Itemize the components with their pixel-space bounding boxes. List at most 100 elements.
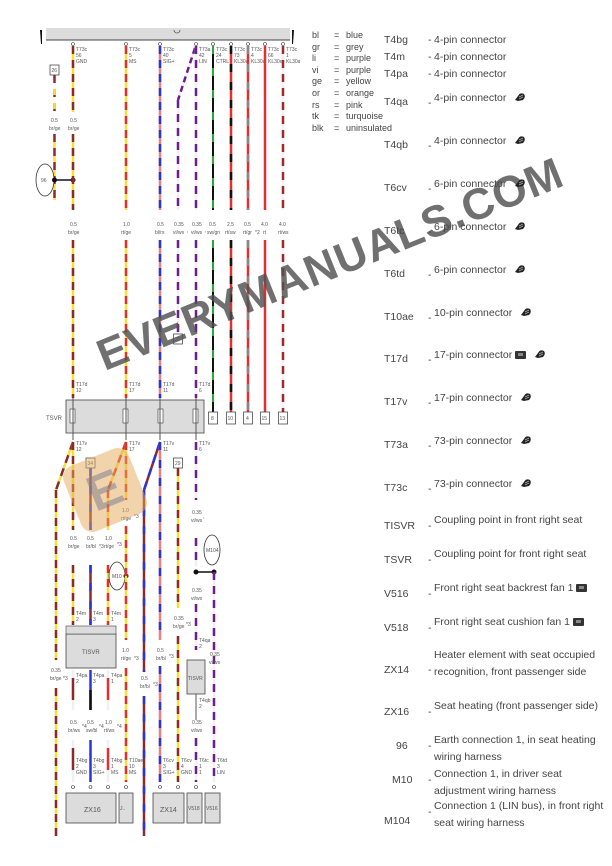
legend-item: or=orange bbox=[312, 87, 375, 98]
svg-text:SIG+: SIG+ bbox=[93, 770, 105, 776]
connector-icon[interactable] bbox=[534, 348, 546, 359]
svg-text:0.5: 0.5 bbox=[157, 222, 164, 228]
svg-text:T17v: T17v bbox=[199, 441, 211, 447]
wire-t73c-66-kl30a: T73c 66 KL30a 4.0 rt 15 bbox=[260, 42, 283, 425]
svg-text:vi/ws: vi/ws bbox=[173, 230, 185, 236]
svg-text:0.5: 0.5 bbox=[141, 676, 148, 682]
svg-text:8: 8 bbox=[211, 416, 214, 422]
svg-text:0.5: 0.5 bbox=[244, 222, 251, 228]
svg-text:sw/gn: sw/gn bbox=[207, 230, 220, 236]
connector-icon[interactable] bbox=[520, 306, 532, 317]
legend-item: tk=turquoise bbox=[312, 111, 384, 122]
svg-text:5: 5 bbox=[129, 53, 132, 59]
svg-text:6: 6 bbox=[199, 388, 202, 394]
svg-text:42: 42 bbox=[199, 53, 205, 59]
component-location-icon[interactable] bbox=[515, 351, 527, 359]
svg-text:1.0: 1.0 bbox=[123, 222, 130, 228]
svg-text:CTRL: CTRL bbox=[216, 59, 229, 65]
svg-text:T73a: T73a bbox=[199, 47, 211, 53]
connector-icon[interactable] bbox=[514, 177, 526, 188]
svg-text:*3: *3 bbox=[186, 622, 191, 628]
svg-text:T6cv: T6cv bbox=[181, 758, 192, 764]
svg-text:rt/sw: rt/sw bbox=[225, 230, 236, 236]
svg-text:T73c: T73c bbox=[76, 47, 88, 53]
svg-text:4: 4 bbox=[246, 416, 249, 422]
wire-vi-ws-branch: 0.35 vi/ws 27 bbox=[173, 47, 197, 345]
svg-text:3: 3 bbox=[93, 617, 96, 623]
svg-text:T4bg: T4bg bbox=[111, 758, 123, 764]
svg-text:T4pa: T4pa bbox=[93, 673, 105, 679]
svg-text:T4qb: T4qb bbox=[199, 698, 211, 704]
svg-text:0.5: 0.5 bbox=[70, 222, 77, 228]
connector-icon[interactable] bbox=[514, 263, 526, 274]
svg-text:27: 27 bbox=[175, 337, 181, 343]
svg-text:GND: GND bbox=[76, 59, 88, 65]
legend-item: bl=blue bbox=[312, 30, 364, 40]
svg-text:T73c: T73c bbox=[216, 47, 228, 53]
svg-text:rt/ws: rt/ws bbox=[104, 728, 115, 734]
wire-t73c-4-kl30a: T73c 4 KL30a 0.5 rt/gr *2 4 bbox=[243, 42, 266, 425]
svg-text:*3: *3 bbox=[117, 542, 122, 548]
svg-text:*4: *4 bbox=[117, 724, 122, 730]
svg-text:10: 10 bbox=[228, 416, 234, 422]
svg-text:ZX16: ZX16 bbox=[84, 807, 101, 814]
svg-text:10: 10 bbox=[129, 764, 135, 770]
svg-text:M10: M10 bbox=[112, 574, 122, 580]
svg-text:KL30a: KL30a bbox=[234, 59, 249, 65]
svg-text:MS: MS bbox=[129, 59, 137, 65]
svg-text:T4bg: T4bg bbox=[93, 758, 105, 764]
svg-text:56: 56 bbox=[76, 53, 82, 59]
wire-t73c-56-gnd: T73c 56 GND 0.5 br/ge 0.5 br/ge bbox=[68, 42, 88, 398]
svg-text:vi/ws: vi/ws bbox=[191, 596, 203, 602]
svg-text:br/ge: br/ge bbox=[68, 126, 80, 132]
svg-text:17: 17 bbox=[129, 447, 135, 453]
svg-text:4: 4 bbox=[181, 764, 184, 770]
connector-icon[interactable] bbox=[514, 134, 526, 145]
svg-text:0.5: 0.5 bbox=[70, 536, 77, 542]
svg-text:1: 1 bbox=[199, 770, 202, 776]
wire-t73c-24-ctrl: T73c 24 CTRL 0.5 sw/gn , 8 bbox=[205, 42, 229, 425]
svg-text:T6cv: T6cv bbox=[163, 758, 174, 764]
svg-text:1.0: 1.0 bbox=[105, 536, 112, 542]
svg-text:T4bg: T4bg bbox=[76, 758, 88, 764]
connector-icon[interactable] bbox=[520, 391, 532, 402]
svg-text:15: 15 bbox=[262, 416, 268, 422]
svg-text:2: 2 bbox=[76, 679, 79, 685]
svg-text:SIG+: SIG+ bbox=[163, 770, 175, 776]
svg-text:3: 3 bbox=[217, 764, 220, 770]
svg-text:T73c: T73c bbox=[163, 47, 175, 53]
svg-text:rt/ws: rt/ws bbox=[278, 230, 289, 236]
connector-icon[interactable] bbox=[514, 220, 526, 231]
component-location-icon[interactable] bbox=[576, 584, 588, 592]
svg-text:TISVR: TISVR bbox=[82, 650, 100, 656]
connector-icon[interactable] bbox=[514, 91, 526, 102]
svg-text:br/ge: br/ge bbox=[49, 126, 61, 132]
svg-text:12: 12 bbox=[76, 388, 82, 394]
svg-text:*4: *4 bbox=[99, 724, 104, 730]
svg-text:*3: *3 bbox=[134, 656, 139, 662]
svg-text:T73c: T73c bbox=[234, 47, 246, 53]
svg-text:rt: rt bbox=[263, 230, 267, 236]
svg-text:T4pa: T4pa bbox=[111, 673, 123, 679]
svg-text:J..: J.. bbox=[120, 806, 125, 812]
color-legend: bl=blue gr=grey li=purple vi=purple ge=y… bbox=[312, 30, 392, 134]
svg-text:KL30a: KL30a bbox=[268, 59, 283, 65]
svg-text:13: 13 bbox=[280, 416, 286, 422]
svg-text:T17v: T17v bbox=[163, 441, 175, 447]
svg-text:T4qa: T4qa bbox=[199, 638, 211, 644]
svg-text:3: 3 bbox=[93, 764, 96, 770]
svg-text:T73c: T73c bbox=[129, 47, 141, 53]
svg-text:T10ae: T10ae bbox=[129, 758, 143, 764]
connector-icon[interactable] bbox=[520, 477, 532, 488]
svg-text:vi/ws: vi/ws bbox=[209, 660, 221, 666]
svg-text:T73c: T73c bbox=[286, 47, 298, 53]
svg-text:V518: V518 bbox=[188, 806, 200, 812]
legend-item: vi=purple bbox=[312, 64, 372, 75]
connector-icon[interactable] bbox=[520, 434, 532, 445]
svg-text:KL30a: KL30a bbox=[251, 59, 266, 65]
svg-text:0.35: 0.35 bbox=[210, 652, 220, 658]
component-location-icon[interactable] bbox=[573, 618, 584, 626]
svg-text:br/bl: br/bl bbox=[140, 684, 150, 690]
svg-text:T17d: T17d bbox=[163, 382, 175, 388]
